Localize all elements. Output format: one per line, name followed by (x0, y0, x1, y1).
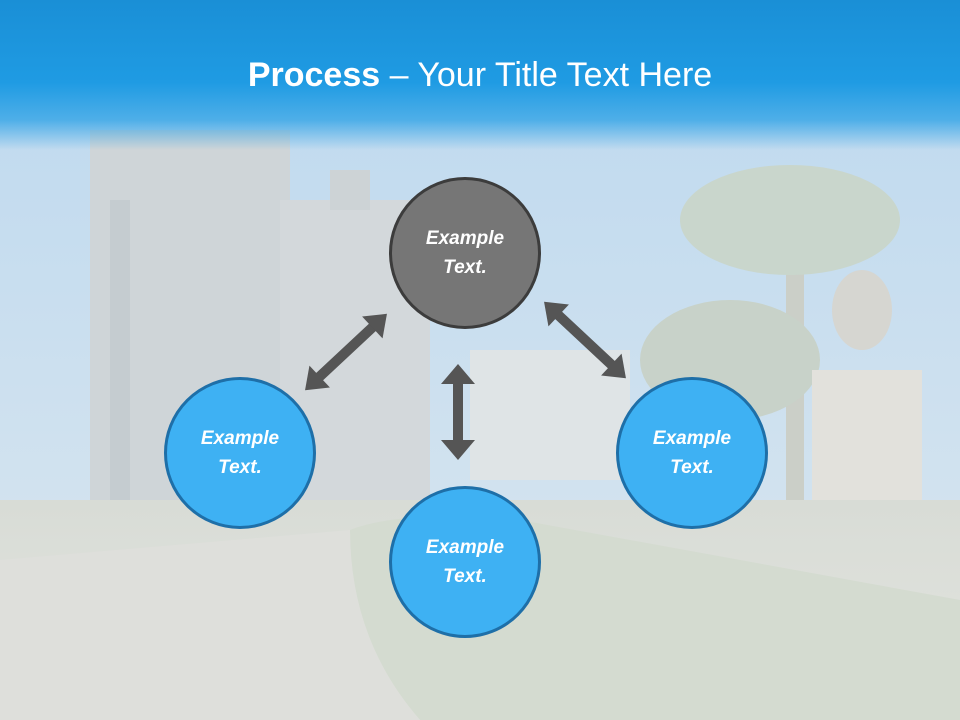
title-bold: Process (247, 56, 381, 94)
double-arrow-vertical (441, 364, 475, 460)
slide-title: Process – Your Title Text Here (0, 52, 960, 98)
process-node-top: Example Text. (389, 177, 541, 329)
process-node-bottom: Example Text. (389, 486, 541, 638)
title-bar (0, 0, 960, 150)
process-node-left: Example Text. (164, 377, 316, 529)
node-bottom-label: Example Text. (425, 537, 505, 587)
node-left-label: Example Text. (200, 428, 280, 478)
double-arrow-top-right (544, 301, 626, 379)
node-top-label: Example Text. (425, 228, 505, 278)
title-dash: – (380, 56, 418, 94)
node-right-label: Example Text. (652, 428, 732, 478)
double-arrow-top-left (305, 313, 387, 391)
process-node-right: Example Text. (616, 377, 768, 529)
title-rest: Your Title Text Here (417, 56, 713, 94)
